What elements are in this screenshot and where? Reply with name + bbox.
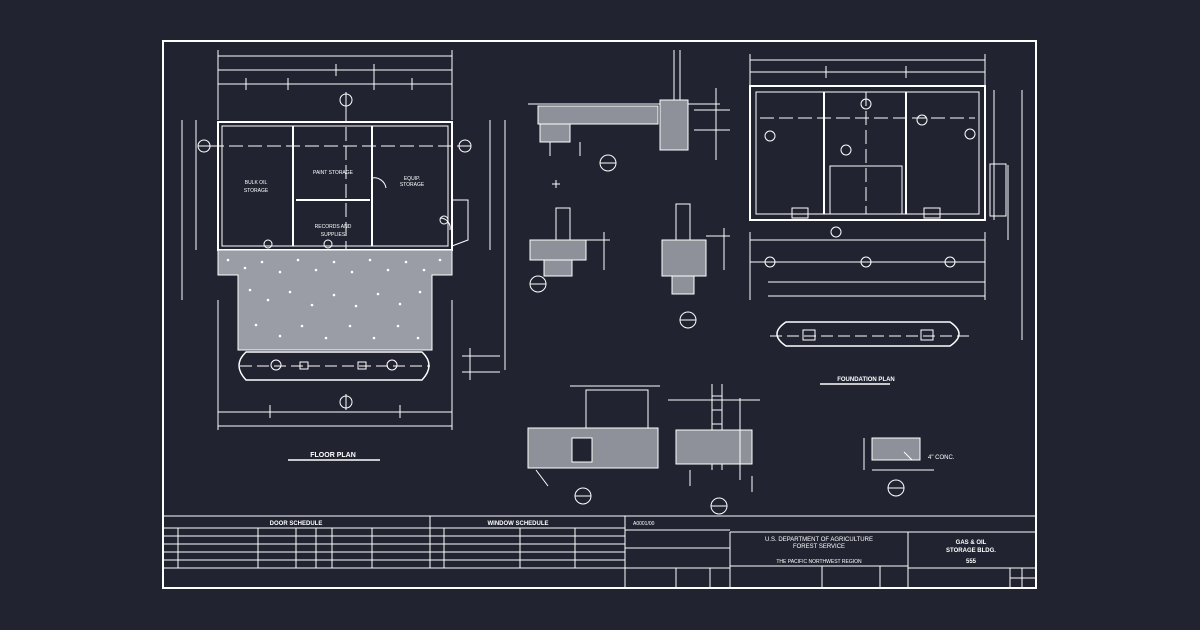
foundation-plan — [749, 54, 1023, 385]
room-records-label-2: SUPPLIES — [321, 232, 346, 238]
schedule-grid — [162, 515, 1037, 589]
wall-section-details — [527, 50, 934, 515]
drawing-number: A0001/00 — [633, 521, 655, 527]
project-number: 555 — [966, 559, 977, 565]
agency-line-2: FOREST SERVICE — [793, 544, 845, 550]
window-schedule-title: WINDOW SCHEDULE — [488, 521, 549, 527]
conc-note: 4" CONC. — [928, 455, 955, 461]
agency-line-1: U.S. DEPARTMENT OF AGRICULTURE — [765, 537, 873, 543]
floor-plan-aggregate-dots — [226, 258, 442, 340]
room-labels: BULK OIL STORAGE PAINT STORAGE EQUIP. ST… — [244, 170, 425, 238]
floor-plan-title: FLOOR PLAN — [310, 452, 356, 459]
room-paint-label: PAINT STORAGE — [313, 170, 354, 176]
region-text: THE PACIFIC NORTHWEST REGION — [776, 559, 862, 565]
project-line-1: GAS & OIL — [956, 540, 987, 546]
foundation-plan-title: FOUNDATION PLAN — [837, 377, 895, 383]
floor-plan — [181, 50, 506, 461]
room-bulk-oil-label-2: STORAGE — [244, 188, 269, 194]
project-line-2: STORAGE BLDG. — [946, 548, 996, 554]
room-bulk-oil-label-1: BULK OIL — [245, 180, 268, 186]
room-equip-label-2: STORAGE — [400, 182, 425, 188]
door-schedule-title: DOOR SCHEDULE — [270, 521, 323, 527]
room-records-label-1: RECORDS AND — [315, 224, 352, 230]
room-equip-label-1: EQUIP. — [404, 176, 420, 182]
